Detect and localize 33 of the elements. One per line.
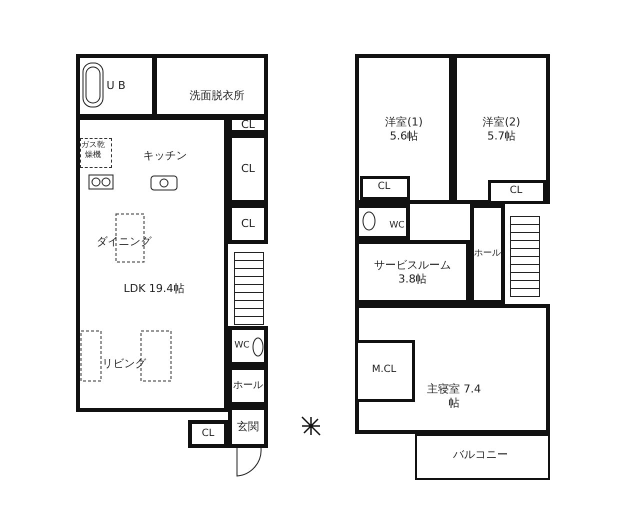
room-label: ガス乾燥機 xyxy=(80,140,106,160)
room-label: U B xyxy=(106,79,126,93)
room-label: 玄関 xyxy=(237,420,259,434)
room xyxy=(153,54,268,118)
closet xyxy=(488,180,546,204)
room-label: 洋室(1) 5.6帖 xyxy=(384,115,424,143)
room-label: ホール xyxy=(474,248,501,260)
room-label: CL xyxy=(241,162,255,176)
room-label: サービスルーム 3.8帖 xyxy=(373,258,452,286)
room-label: CL xyxy=(202,428,214,440)
room-label: WC xyxy=(234,340,250,352)
room-label: CL xyxy=(510,184,522,198)
closet xyxy=(360,176,410,200)
closet xyxy=(355,340,415,402)
room-label: CL xyxy=(378,180,390,194)
room-label: バルコニー xyxy=(453,448,508,462)
living-dining-kitchen xyxy=(76,116,228,412)
room-label: CL xyxy=(241,217,255,231)
room-label: 洗面脱衣所 xyxy=(190,89,244,103)
room-label: ダイニング xyxy=(96,235,152,249)
room-label: LDK 19.4帖 xyxy=(124,282,184,296)
room-label: 主寝室 7.4帖 xyxy=(427,382,481,410)
room-label: WC xyxy=(389,220,405,232)
room-label: 洋室(2) 5.7帖 xyxy=(482,115,522,143)
balcony xyxy=(415,434,550,480)
room-label: M.CL xyxy=(372,364,396,376)
room-label: ホール xyxy=(233,380,263,392)
room-label: CL xyxy=(241,118,255,132)
room-label: キッチン xyxy=(143,149,187,163)
bedroom xyxy=(355,304,550,434)
appliance-space xyxy=(80,138,112,168)
closet xyxy=(188,420,228,448)
room xyxy=(453,54,550,204)
